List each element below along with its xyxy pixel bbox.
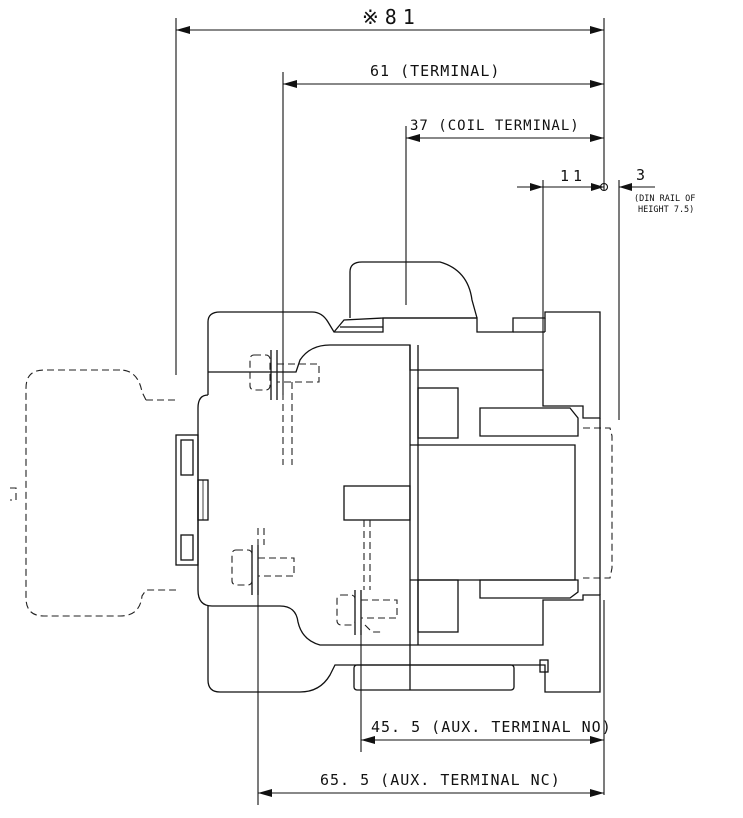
screw-head: [336, 594, 356, 626]
central-block-outline: [197, 394, 410, 646]
arrowhead-left: [361, 736, 375, 744]
front-plate: [175, 434, 199, 566]
dimension-label-overall: ※81: [362, 5, 421, 29]
screw-shank: [257, 557, 295, 577]
dimension-label-3: 3: [636, 166, 645, 184]
arrowhead-3: [619, 183, 632, 191]
terminal-lower-right: [417, 579, 459, 633]
screw-terminal-lower-left: [231, 528, 295, 595]
front-plate-slot-upper: [180, 439, 194, 476]
dimension-offsets: 11 3 (DIN RAIL OF HEIGHT 7.5): [517, 166, 695, 420]
dimension-terminal: 61 (TERMINAL): [282, 62, 604, 395]
cover-top-neck: [119, 369, 147, 401]
arrowhead-11-right: [591, 183, 604, 191]
cover-tab: [10, 487, 17, 501]
screw-terminal-lower-right: [336, 520, 398, 635]
arrowhead-right: [590, 134, 604, 142]
dimension-overall: ※81: [175, 5, 605, 375]
upper-housing: [207, 311, 601, 419]
dimension-label-aux-nc: 65. 5 (AUX. TERMINAL NC): [320, 771, 561, 789]
cover-outline: [25, 369, 176, 617]
dimension-label-terminal: 61 (TERMINAL): [370, 62, 500, 80]
din-rail-clip: [583, 427, 613, 579]
dimension-aux-nc: 65. 5 (AUX. TERMINAL NC): [257, 590, 604, 805]
screw-head: [231, 549, 253, 586]
dimension-label-aux-no: 45. 5 (AUX. TERMINAL NO): [371, 718, 612, 736]
screw-shank: [276, 363, 320, 383]
dimension-aux-no: 45. 5 (AUX. TERMINAL NO): [360, 600, 612, 795]
dimension-label-coil: 37 (COIL TERMINAL): [410, 118, 580, 134]
din-rail-note-line1: (DIN RAIL OF: [634, 194, 695, 204]
screw-head: [249, 354, 271, 391]
contactor-body: [175, 261, 613, 693]
armature-rod: [343, 485, 411, 521]
dimension-coil-terminal: 37 (COIL TERMINAL): [405, 118, 604, 305]
terminal-hidden-tail: [364, 624, 384, 633]
screw-shank: [360, 599, 398, 619]
arrowhead-11-left: [530, 183, 543, 191]
lower-housing: [207, 594, 601, 693]
lower-terminal-cover: [353, 664, 515, 691]
arrowhead-left: [176, 26, 190, 34]
datum-point: [599, 182, 609, 192]
lower-latch: [539, 659, 549, 673]
terminal-upper-right: [417, 387, 459, 439]
front-plate-slot-lower: [180, 534, 194, 561]
arrowhead-left: [258, 789, 272, 797]
upper-spring-slot: [479, 407, 579, 437]
arrowhead-left: [406, 134, 420, 142]
arrowhead-right: [590, 789, 604, 797]
coil-terminal-cap: [349, 261, 478, 319]
screw-terminal-upper: [249, 350, 320, 465]
arrowhead-right: [590, 80, 604, 88]
arrowhead-left: [283, 80, 297, 88]
arrowhead-right: [590, 736, 604, 744]
din-rail-note-line2: HEIGHT 7.5): [638, 205, 694, 215]
removable-cover-dashed: [10, 369, 176, 617]
lower-spring-slot: [479, 579, 579, 599]
armature-block: [410, 444, 576, 581]
coil-cap-lip: [333, 317, 384, 333]
dimension-label-11: 11: [560, 167, 586, 185]
arrowhead-right: [590, 26, 604, 34]
